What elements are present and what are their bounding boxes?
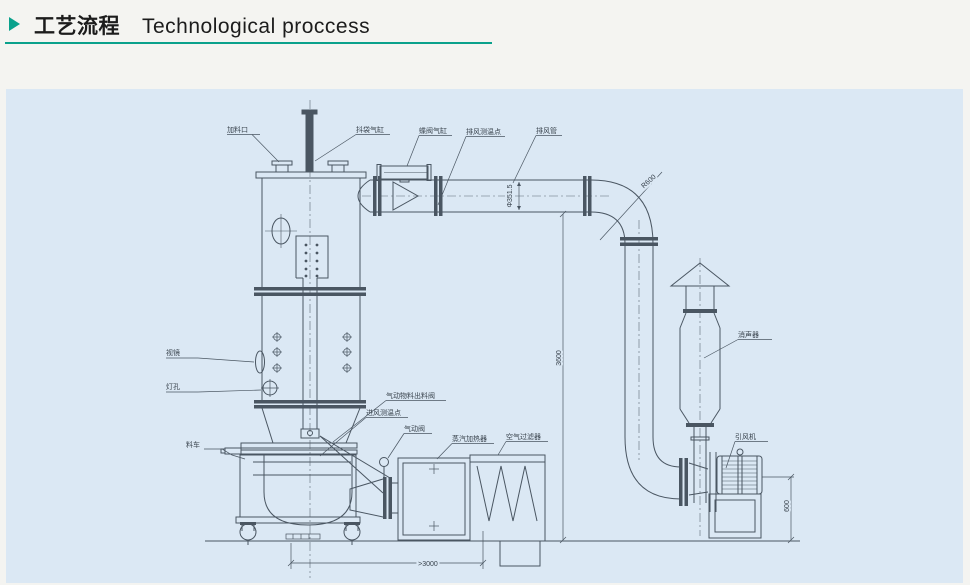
air-filter: [469, 454, 546, 567]
label-material-cart: 料车: [186, 440, 200, 449]
product-bowl: [263, 455, 353, 526]
duct-bend-top: [590, 171, 663, 246]
bowl-support-pad: [285, 533, 321, 540]
upper-sight-glass: [265, 214, 297, 248]
label-air-filter: 空气过滤器: [506, 432, 541, 441]
fan-base: [708, 493, 762, 539]
dimension-texts: Φ351.5 R600 3600 >3000 600: [416, 172, 793, 570]
product-cart: [220, 435, 391, 545]
duct-flanges: [373, 176, 592, 216]
label-leaders: [166, 134, 772, 469]
label-bag-shake-cylinder: 抖袋气缸: [356, 125, 384, 134]
dim-fan-height: 600: [784, 500, 791, 512]
side-sight-glass: [255, 350, 265, 374]
muffler: [669, 262, 731, 503]
steam-heater: [397, 457, 471, 541]
caster-right: [343, 522, 361, 545]
duct-bend-bottom: [624, 436, 709, 506]
filter-pit: [499, 541, 541, 567]
label-muffler: 消声器: [738, 330, 759, 339]
label-inlet-temp-point: 进风测温点: [366, 408, 401, 417]
label-valve-cylinder: 蝶阀气缸: [419, 126, 447, 135]
duct-vertical: [624, 246, 654, 437]
inlet-transition: [349, 457, 398, 519]
butterfly-valve-cylinder: [376, 164, 432, 183]
duct-dia-dim: [517, 182, 521, 210]
exhaust-duct: [357, 164, 592, 216]
top-port-right: [327, 160, 349, 173]
dim-bend-radius: R600: [640, 174, 657, 190]
induced-draft-fan: [708, 448, 763, 539]
page-title-en: Technological proccess: [142, 15, 371, 38]
section-bullet-icon: [9, 17, 20, 31]
filter-bag-box: [295, 235, 329, 279]
dim-floor-span: >3000: [418, 561, 438, 568]
eye-bolt: [736, 448, 744, 456]
dim-duct-diameter: Φ351.5: [507, 184, 514, 207]
caster-left: [239, 522, 257, 545]
dim-tower-height: 3600: [556, 350, 563, 366]
label-charging-port: 加料口: [227, 125, 248, 134]
label-steam-heater: 蒸汽加热器: [452, 434, 487, 443]
fan-motor: [716, 448, 763, 495]
lamp-hole: [261, 379, 279, 397]
column-clevis: [300, 428, 320, 439]
label-lamp-hole: 灯孔: [166, 382, 180, 391]
top-port-left: [271, 160, 293, 173]
fluid-bed-tower: [254, 109, 367, 444]
spray-gun: [220, 447, 242, 455]
label-fan: 引风机: [735, 432, 756, 441]
label-texts: 加料口 抖袋气缸 蝶阀气缸 排风测温点 排风管 视镜 灯孔 料车 气动物料出料阀…: [166, 125, 759, 449]
page-title-zh: 工艺流程: [34, 15, 120, 38]
bag-shaking-rod: [301, 109, 318, 173]
section-header: 工艺流程 Technological proccess: [0, 0, 970, 46]
page-title: 工艺流程 Technological proccess: [34, 10, 370, 40]
label-discharge-valve: 气动物料出料阀: [386, 391, 435, 400]
tower-flanges: [254, 287, 366, 409]
title-underline: [5, 42, 492, 44]
label-pneumatic-valve: 气动阀: [404, 424, 425, 433]
centerlines: [309, 100, 701, 578]
label-exhaust-temp-point: 排风测温点: [466, 127, 501, 136]
dimensions: [287, 210, 795, 569]
butterfly-disc: [392, 181, 420, 211]
label-exhaust-duct: 排风管: [536, 126, 557, 135]
pneumatic-valve: [379, 457, 389, 478]
label-sight-glass: 视镜: [166, 348, 180, 357]
bolt-symbols: [272, 332, 352, 373]
